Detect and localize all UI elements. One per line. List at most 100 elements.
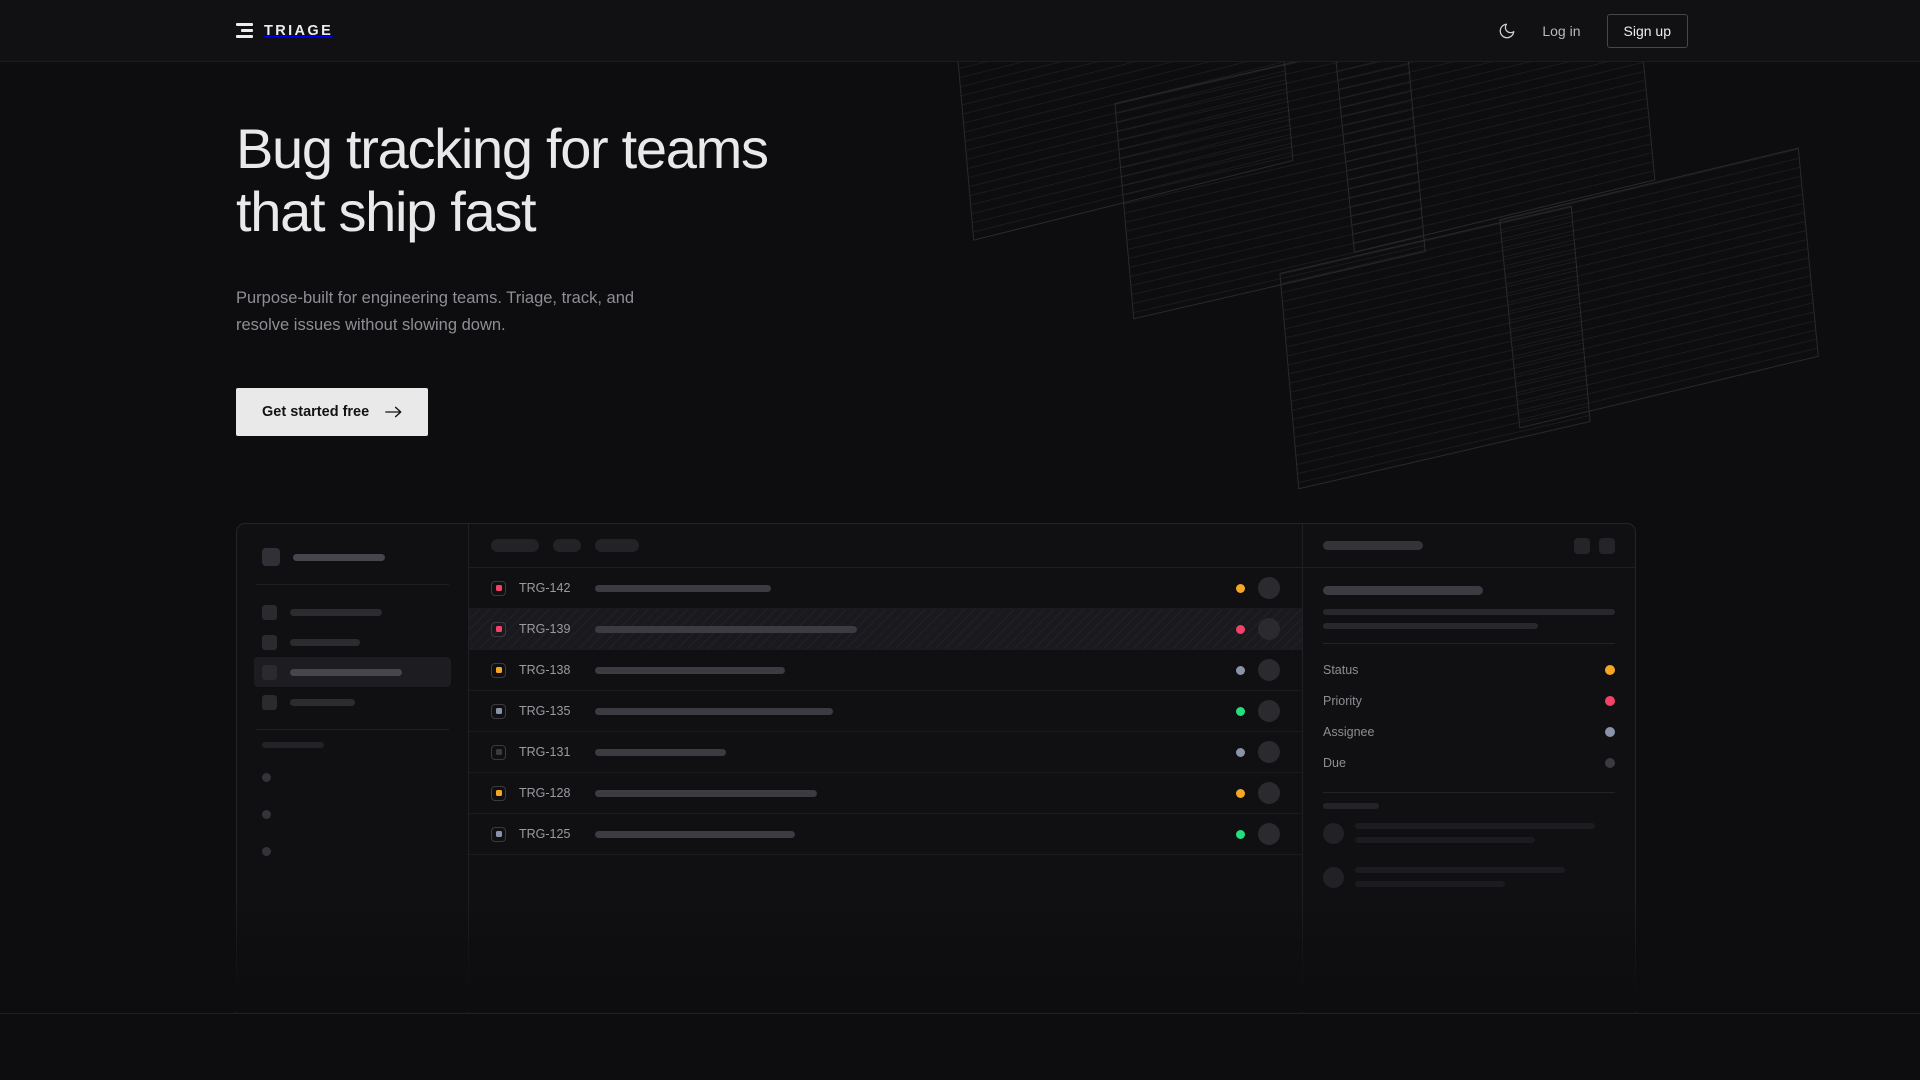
sidebar-item-label [290, 608, 382, 616]
status-badge [1236, 583, 1245, 593]
priority-icon [491, 662, 506, 678]
detail-comment [1323, 867, 1615, 895]
footer-divider [0, 1013, 1920, 1014]
detail-divider [1323, 643, 1615, 644]
detail-meta-row[interactable]: Assignee [1323, 716, 1615, 747]
brand-name: TRIAGE [264, 22, 334, 39]
detail-meta-label: Assignee [1323, 724, 1375, 739]
decor-slab [1334, 62, 1656, 253]
sidebar-project-item[interactable] [254, 836, 451, 866]
toolbar-filter-chip[interactable] [491, 539, 539, 552]
sidebar-workspace-switcher[interactable] [254, 542, 451, 572]
detail-meta-value-dot [1605, 695, 1615, 706]
sidebar-item-label [290, 698, 355, 706]
sidebar-item-active[interactable] [254, 657, 451, 687]
table-row[interactable]: TRG-125 [469, 814, 1302, 855]
row-meta [1218, 823, 1280, 845]
avatar [1323, 867, 1344, 888]
table-row[interactable]: TRG-142 [469, 568, 1302, 609]
detail-divider [1323, 792, 1615, 793]
detail-meta-row[interactable]: Priority [1323, 685, 1615, 716]
detail-description-line [1323, 609, 1615, 615]
sidebar-item[interactable] [254, 597, 451, 627]
decor-slab [1279, 205, 1591, 490]
avatar [1258, 659, 1280, 681]
row-meta [1218, 700, 1280, 722]
signup-button[interactable]: Sign up [1606, 13, 1688, 48]
sidebar-project-item[interactable] [254, 762, 451, 792]
comment-line [1355, 867, 1565, 873]
comment-line [1355, 837, 1535, 843]
decor-slab [956, 62, 1294, 241]
workspace-avatar [262, 548, 280, 566]
issue-title-placeholder [595, 625, 857, 633]
sidebar-divider [256, 729, 449, 730]
decor-slab [1114, 62, 1426, 320]
table-row[interactable]: TRG-135 [469, 691, 1302, 732]
detail-meta-value-dot [1605, 664, 1615, 675]
detail-action-button[interactable] [1599, 537, 1615, 554]
detail-meta-label: Status [1323, 662, 1359, 677]
sidebar-divider [256, 584, 449, 585]
row-meta [1218, 577, 1280, 599]
toolbar-sort-chip[interactable] [553, 539, 581, 552]
detail-action-button[interactable] [1574, 537, 1590, 554]
table-row[interactable]: TRG-139 [469, 609, 1302, 650]
issue-id: TRG-138 [519, 663, 571, 677]
brand-logo[interactable]: TRIAGE [236, 23, 333, 39]
row-meta [1218, 618, 1280, 640]
detail-meta-row[interactable]: Status [1323, 654, 1615, 685]
sidebar-project-item[interactable] [254, 799, 451, 829]
stacked-bars-icon [236, 23, 253, 38]
status-badge [1236, 706, 1245, 716]
priority-icon [491, 826, 506, 842]
sidebar-item-icon [262, 634, 277, 650]
sidebar-item[interactable] [254, 627, 451, 657]
login-link[interactable]: Log in [1542, 22, 1581, 39]
status-badge [1236, 665, 1245, 675]
detail-header-actions [1574, 537, 1615, 554]
detail-meta-label: Priority [1323, 693, 1362, 708]
avatar [1258, 782, 1280, 804]
toolbar-view-chip[interactable] [595, 539, 639, 552]
status-badge [1236, 788, 1245, 798]
decorative-slab-pattern [940, 62, 1920, 532]
hero-section: Bug tracking for teams that ship fast Pu… [236, 117, 769, 436]
comment-line [1355, 823, 1595, 829]
page-title: Bug tracking for teams that ship fast [236, 117, 769, 243]
sidebar-item[interactable] [254, 687, 451, 717]
status-badge [1236, 624, 1245, 634]
get-started-button[interactable]: Get started free [236, 387, 429, 436]
sidebar-item-icon [262, 604, 277, 620]
avatar [1258, 823, 1280, 845]
avatar [1323, 823, 1344, 844]
avatar [1258, 700, 1280, 722]
table-row[interactable]: TRG-128 [469, 773, 1302, 814]
table-row[interactable]: TRG-131 [469, 732, 1302, 773]
avatar [1258, 618, 1280, 640]
sidebar-item-label [290, 638, 360, 646]
table-row[interactable]: TRG-138 [469, 650, 1302, 691]
detail-issue-title-placeholder [1323, 586, 1483, 595]
detail-meta-value-dot [1605, 726, 1615, 737]
decor-slab [1499, 147, 1819, 429]
project-dot-icon [262, 809, 271, 819]
priority-icon [491, 621, 506, 637]
detail-meta-label: Due [1323, 755, 1346, 770]
comment-line [1355, 881, 1505, 887]
detail-title-placeholder [1323, 541, 1423, 550]
moon-icon[interactable] [1498, 22, 1516, 40]
issue-id: TRG-131 [519, 745, 571, 759]
issue-id: TRG-125 [519, 827, 571, 841]
navbar-actions: Log in Sign up [1498, 13, 1688, 48]
app-sidebar [237, 524, 469, 1013]
detail-meta-row[interactable]: Due [1323, 747, 1615, 778]
priority-icon [491, 703, 506, 719]
project-dot-icon [262, 846, 271, 856]
issue-title-placeholder [595, 830, 795, 838]
